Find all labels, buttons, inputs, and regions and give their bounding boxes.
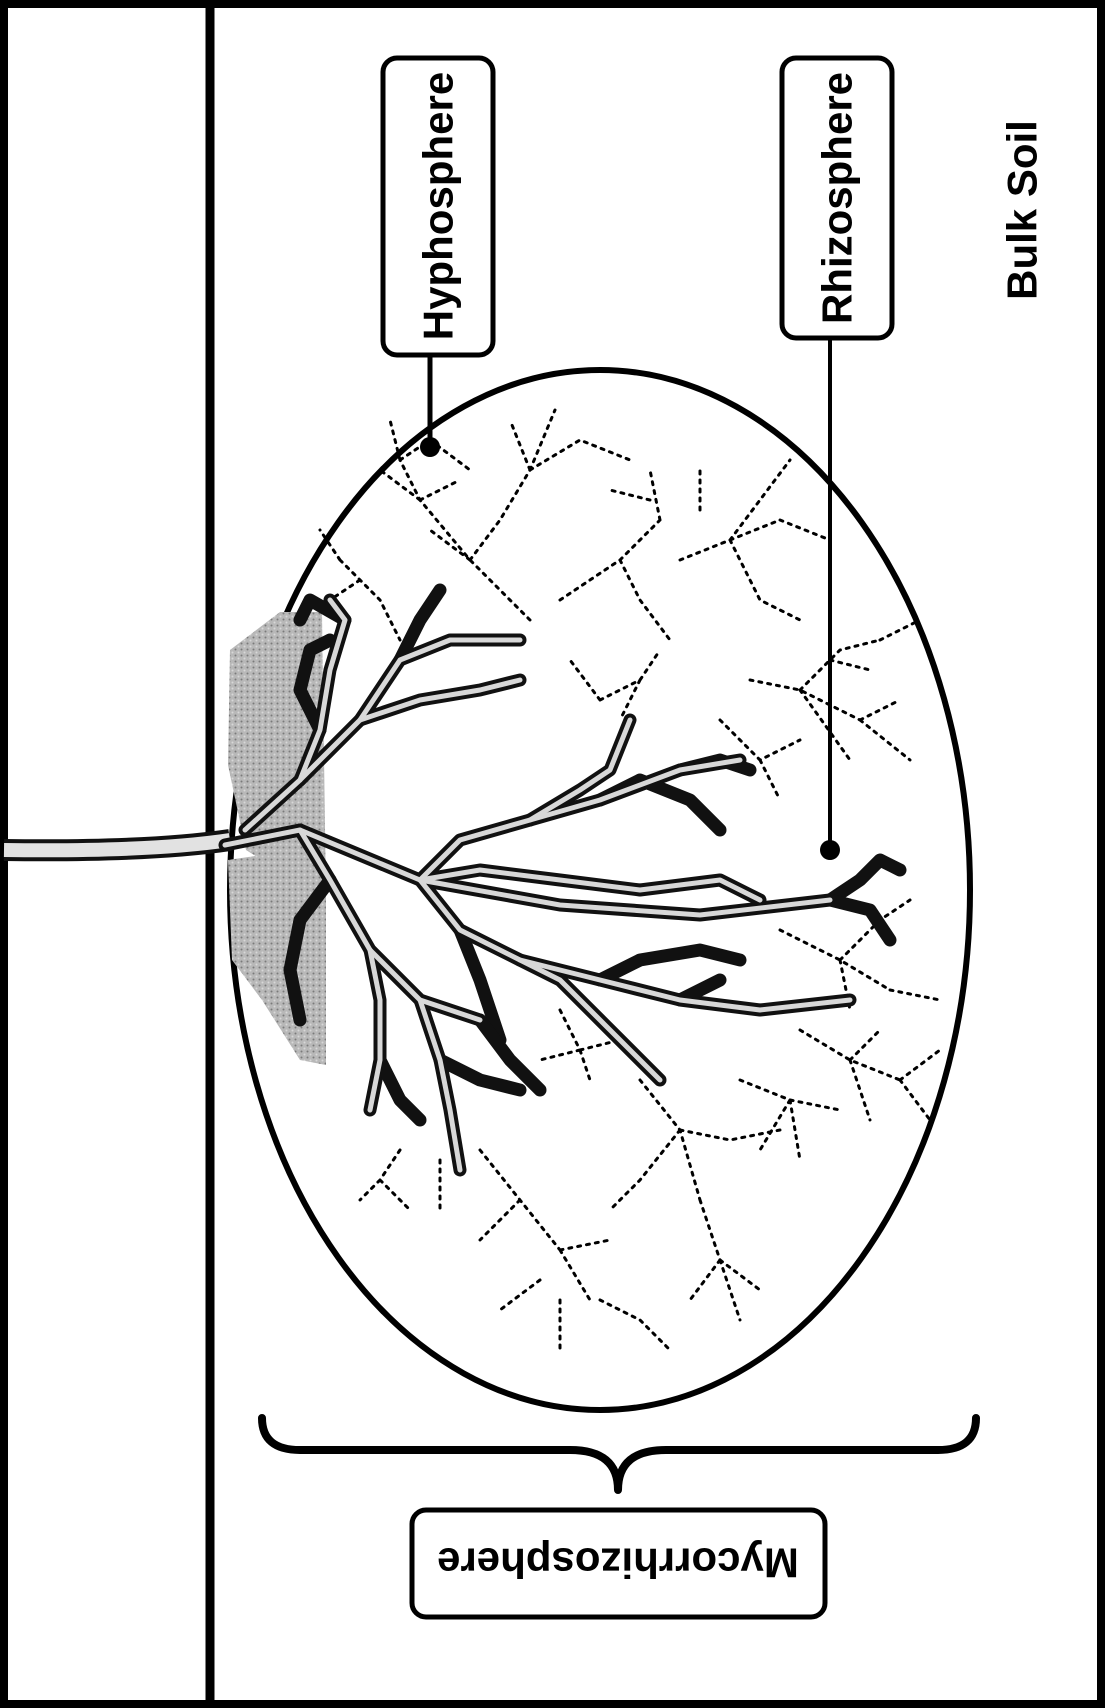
rhizosphere-marker — [820, 840, 840, 860]
rhizosphere-label: Rhizosphere — [814, 72, 861, 324]
bulk-soil-label: Bulk Soil — [999, 120, 1046, 300]
hyphosphere-marker — [420, 437, 440, 457]
hyphosphere-label: Hyphosphere — [415, 72, 462, 340]
mycorrhizosphere-callout: Mycorrhizosphere — [412, 1510, 825, 1617]
mycorrhizosphere-label: Mycorrhizosphere — [437, 1540, 799, 1587]
